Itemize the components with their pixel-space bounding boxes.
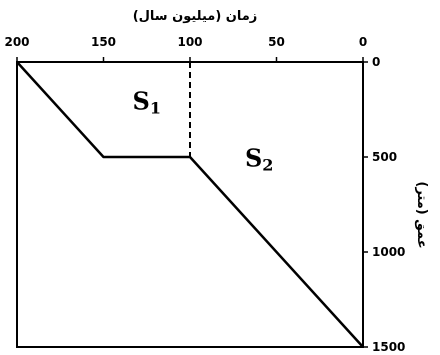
region-label-s2: S2 <box>245 144 273 175</box>
x-tick-label: 100 <box>177 35 202 49</box>
x-tick-label: 150 <box>91 35 116 49</box>
x-axis-ticks: 200 150 100 50 0 <box>4 35 367 62</box>
x-axis-title: زمان (میلیون سال) <box>133 9 258 24</box>
series-layer <box>16 61 364 348</box>
y-tick-label: 1000 <box>372 245 405 259</box>
y-tick-label: 500 <box>372 150 397 164</box>
y-tick-label: 0 <box>372 55 380 69</box>
x-tick-label: 200 <box>4 35 29 49</box>
y-tick-label: 1500 <box>372 340 405 354</box>
y-axis-ticks: 0 500 1000 1500 <box>363 55 405 354</box>
x-tick-label: 0 <box>359 35 367 49</box>
y-axis-title: عمق (متر) <box>414 181 429 248</box>
x-tick-label: 50 <box>268 35 285 49</box>
depth-time-line <box>16 61 364 348</box>
region-label-s1: S1 <box>133 87 161 118</box>
